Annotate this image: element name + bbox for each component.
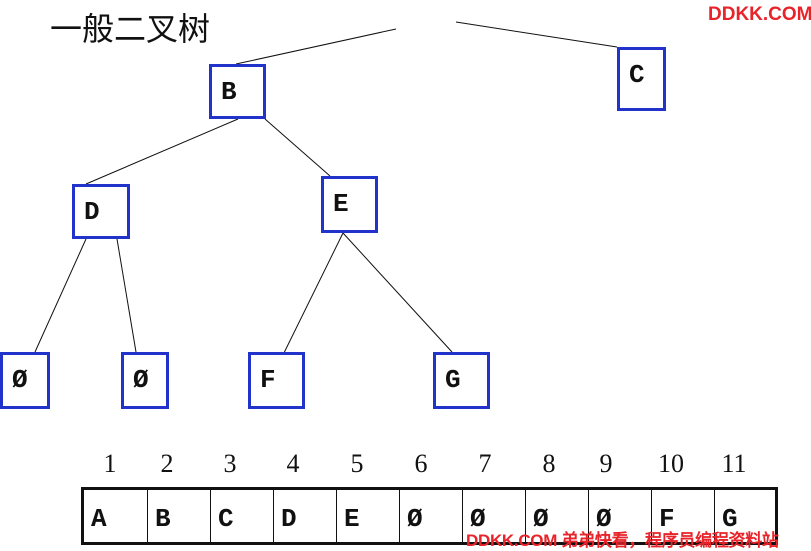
node-label: B [221, 77, 237, 107]
array-cell-10: F [651, 490, 714, 542]
edge-a-b [235, 28, 397, 65]
array-cell-value: C [218, 504, 234, 534]
array-index-11: 11 [721, 449, 747, 478]
tree-node-n1: Ø [0, 352, 50, 409]
edge-b-d [85, 118, 239, 185]
array-index-6: 6 [414, 449, 428, 478]
edge-b-e [264, 118, 331, 177]
edge-e-g [342, 232, 453, 353]
array-cell-value: Ø [407, 504, 423, 534]
node-label: Ø [133, 365, 149, 395]
tree-node-e: E [321, 176, 378, 233]
tree-node-c: C [617, 47, 666, 111]
array-index-5: 5 [350, 449, 364, 478]
tree-node-f: F [248, 352, 305, 409]
edge-a-c [455, 21, 618, 48]
node-label: E [333, 189, 349, 219]
array-index-3: 3 [223, 449, 237, 478]
array-cell-11: G [714, 490, 778, 542]
array-cell-value: Ø [533, 504, 549, 534]
array-cell-value: Ø [596, 504, 612, 534]
array-cell-value: A [91, 504, 107, 534]
tree-node-d: D [72, 184, 130, 239]
node-label: G [445, 365, 461, 395]
array-cell-8: Ø [525, 490, 588, 542]
array-cell-value: E [344, 504, 360, 534]
array-cell-5: E [336, 490, 399, 542]
node-label: C [629, 60, 645, 90]
array-cell-4: D [273, 490, 336, 542]
array-cell-6: Ø [399, 490, 462, 542]
edge-d-n2 [115, 232, 137, 353]
array-cell-value: B [155, 504, 171, 534]
array-cell-2: B [147, 490, 210, 542]
edge-d-n1 [34, 238, 87, 353]
tree-node-n2: Ø [121, 352, 169, 409]
node-label: D [84, 197, 100, 227]
array-index-10: 10 [658, 449, 684, 478]
array-index-1: 1 [103, 449, 117, 478]
array-cell-1: A [84, 490, 147, 542]
array-index-4: 4 [286, 449, 300, 478]
array-cell-value: G [722, 504, 738, 534]
array-index-8: 8 [542, 449, 556, 478]
tree-node-g: G [433, 352, 490, 409]
array-cell-value: Ø [470, 504, 486, 534]
array-cell-value: D [281, 504, 297, 534]
array-cell-9: Ø [588, 490, 651, 542]
diagram-title: 一般二叉树 [50, 10, 211, 48]
watermark-top: DDKK.COM [708, 4, 811, 25]
array-cell-3: C [210, 490, 273, 542]
array-cell-value: F [659, 504, 675, 534]
node-label: F [260, 365, 276, 395]
array-cell-7: Ø [462, 490, 525, 542]
array-index-9: 9 [599, 449, 613, 478]
tree-node-b: B [209, 64, 266, 119]
array-index-7: 7 [478, 449, 492, 478]
watermark-bottom: DDKK.COM 弟弟快看，程序员编程资料站 [466, 531, 779, 550]
edge-e-f [280, 232, 344, 360]
node-label: Ø [12, 365, 28, 395]
array-index-2: 2 [160, 449, 174, 478]
